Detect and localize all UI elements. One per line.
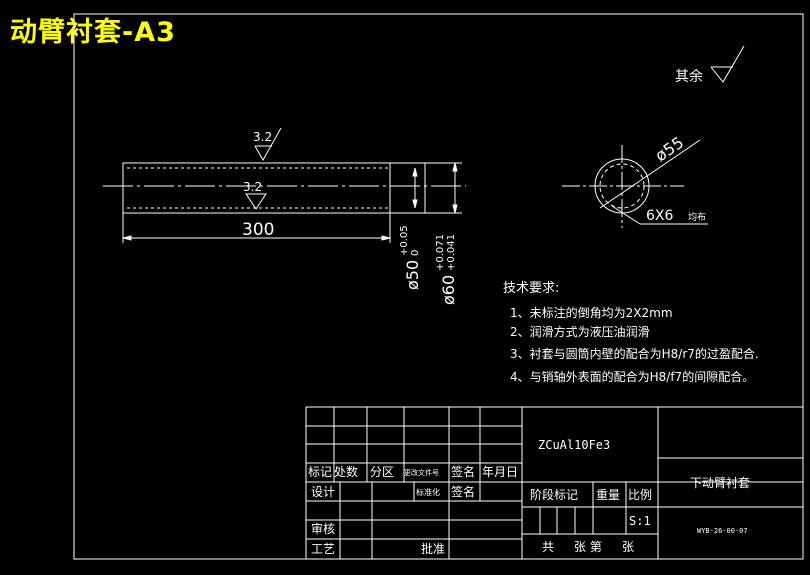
- groove-suffix: 均布: [688, 211, 706, 223]
- length-value: 300: [242, 220, 274, 240]
- sheet-label: 张 第: [574, 540, 602, 554]
- row-sign: 签名: [451, 484, 475, 499]
- outer-tol-lower: +0.041: [446, 234, 457, 271]
- stage-mark-label: 阶段标记: [530, 487, 578, 502]
- header-mark: 标记: [308, 465, 332, 479]
- material-label: ZCuAl10Fe3: [538, 438, 610, 452]
- bore-diameter: ø50: [403, 260, 422, 290]
- requirement-item: 2、润滑方式为液压油润滑: [510, 324, 650, 339]
- row-standardization: 标准化: [416, 487, 440, 497]
- rest-roughness-symbol: [710, 45, 745, 83]
- roughness-symbol-top: [254, 127, 282, 162]
- groove-leader: [611, 205, 641, 225]
- requirement-item: 3、衬套与圆筒内壁的配合为H8/r7的过盈配合.: [510, 346, 759, 361]
- bore-tol-lower: 0: [410, 250, 421, 256]
- roughness-top-value: 3.2: [253, 130, 272, 144]
- header-date: 年月日: [482, 465, 518, 479]
- title-block-grid: [305, 406, 804, 560]
- part-name-label: 下动臂衬套: [690, 476, 750, 490]
- requirement-item: 4、与销轴外表面的配合为H8/f7的间隙配合。: [510, 369, 754, 384]
- length-dimension: [122, 213, 391, 243]
- bore-tol-upper: +0.05: [399, 225, 410, 256]
- row-review: 审核: [311, 521, 335, 536]
- header-zone: 分区: [370, 465, 394, 479]
- roughness-center-value: 3.2: [243, 180, 262, 194]
- weight-label: 重量: [596, 488, 620, 502]
- requirement-item: 1、未标注的倒角均为2X2mm: [510, 305, 673, 320]
- roughness-symbol-center: [245, 193, 267, 210]
- bushing-side-view: [103, 162, 466, 214]
- groove-label: 6X6: [646, 208, 673, 224]
- rest-roughness-label: 其余: [675, 68, 703, 85]
- header-count: 处数: [334, 464, 358, 479]
- diameter-leader: [599, 139, 701, 209]
- row-approve: 批准: [421, 541, 445, 556]
- diameter-dimension-lines: [412, 162, 462, 214]
- bushing-end-view: [562, 139, 708, 228]
- ratio-label: 比例: [628, 488, 652, 502]
- drawing-number: WYB-26-00-07: [697, 527, 748, 535]
- sheet-total-label: 共: [542, 540, 554, 554]
- requirements-title: 技术要求:: [503, 281, 559, 296]
- row-design: 设计: [311, 485, 335, 499]
- end-diameter-label: ø55: [652, 133, 688, 166]
- bushing-outline: [122, 162, 426, 214]
- scale-value: S:1: [629, 514, 651, 528]
- header-change-doc: 更改文件号: [404, 468, 439, 477]
- header-sign: 签名: [451, 464, 475, 479]
- outer-diameter: ø60: [439, 275, 458, 305]
- drawing-title: 动臂衬套-A3: [10, 17, 176, 48]
- row-process: 工艺: [311, 542, 335, 556]
- outer-tol-upper: +0.071: [435, 234, 446, 271]
- sheet-end-label: 张: [622, 540, 634, 554]
